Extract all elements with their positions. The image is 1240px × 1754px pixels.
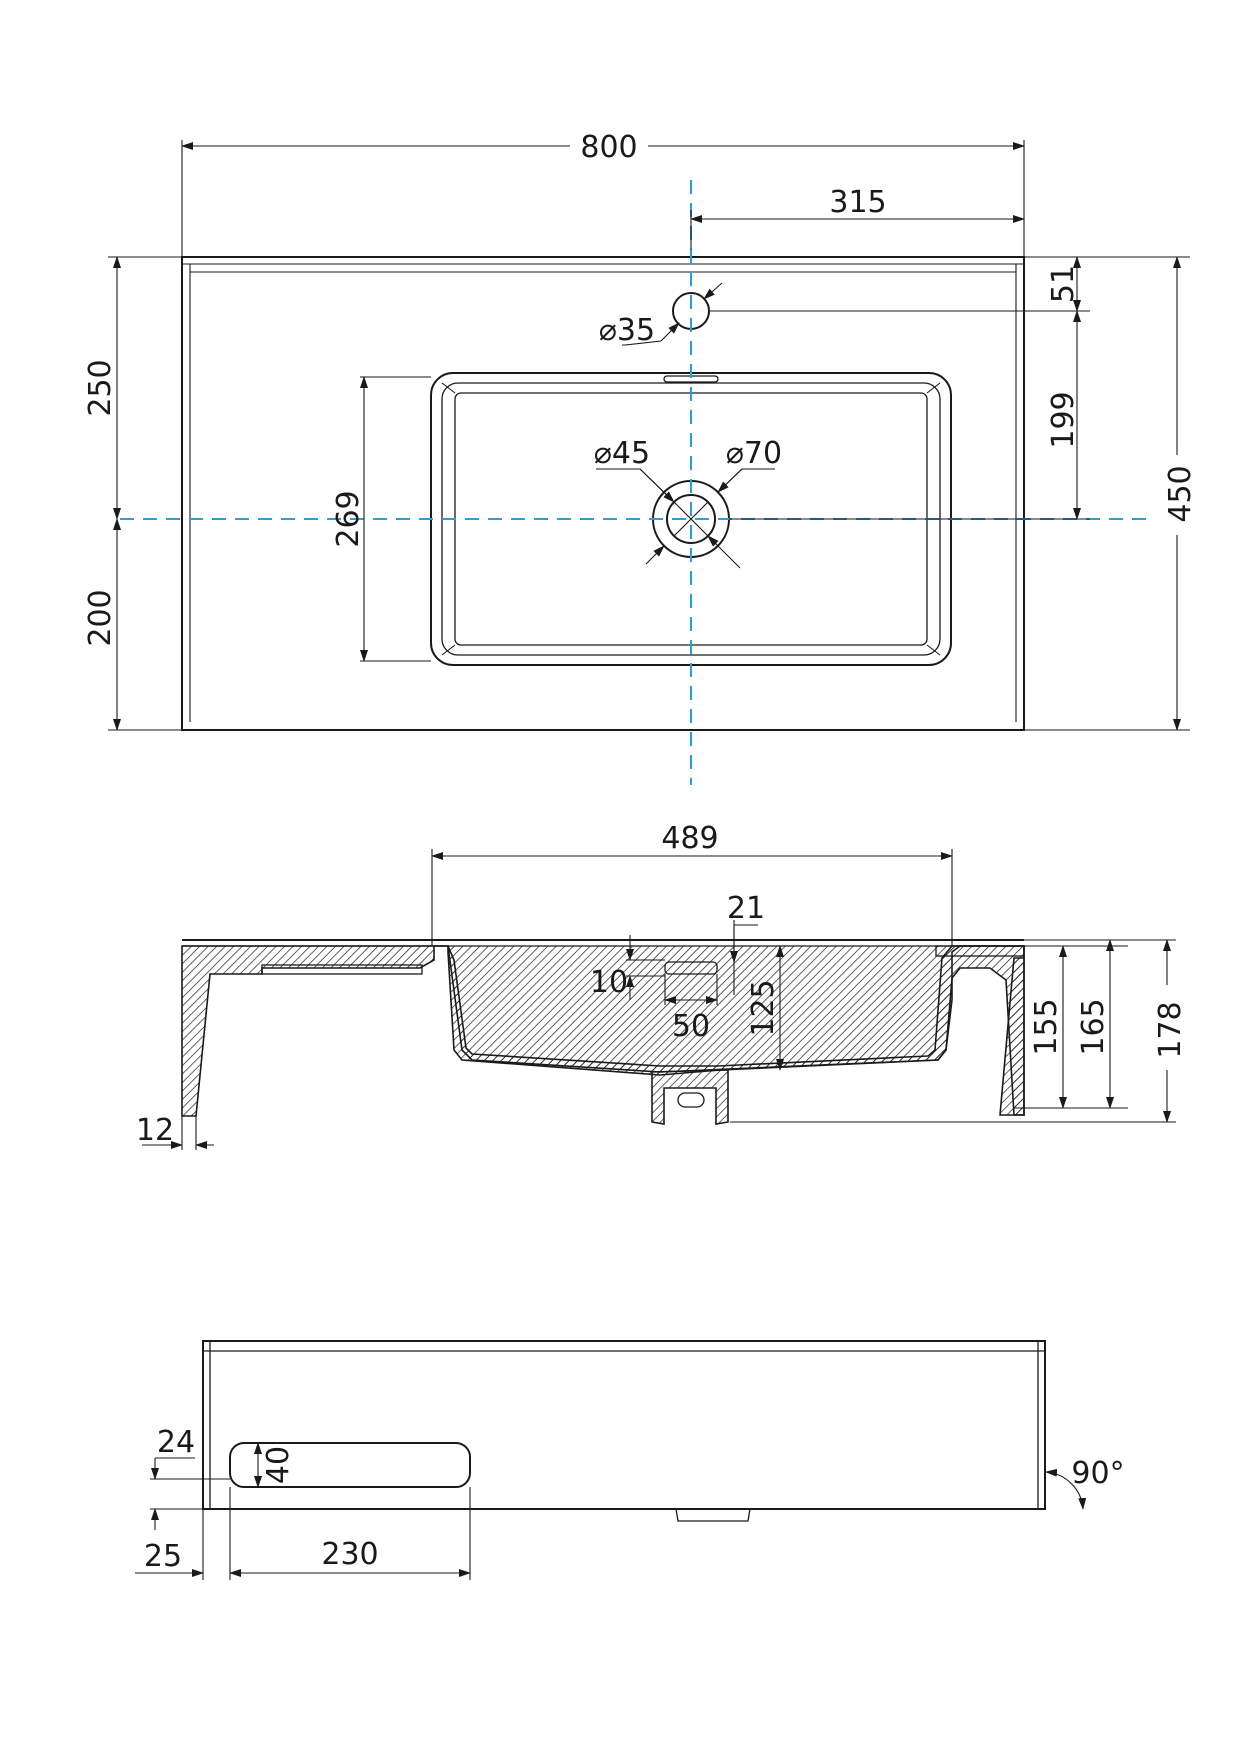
dim-cutout-top: 24 [157,1425,195,1460]
dim-tap-hole-dia: ⌀35 [599,313,655,348]
dim-tap-offset: 315 [829,185,886,220]
dim-back-to-drain: 250 [83,359,118,416]
drain-pipe-front [675,1508,751,1522]
dim-bowl-depth: 269 [331,490,366,547]
left-wall-section [181,945,435,1117]
dim-wall-thickness: 12 [136,1113,174,1148]
dim-tap-to-drain: 199 [1046,391,1081,448]
dim-cutout-side: 25 [144,1539,182,1574]
dim-cutout-height: 40 [261,1446,296,1484]
dim-side-height: 155 [1029,998,1064,1055]
dim-drain-dia: ⌀45 [594,436,650,471]
dim-drain-to-front: 200 [83,589,118,646]
front-view: 24 40 25 230 90° [135,1340,1125,1580]
dim-bowl-inner-depth: 125 [746,979,781,1036]
dim-body-height: 165 [1076,998,1111,1055]
overflow-hole [677,1092,705,1108]
dim-cutout-length: 230 [321,1537,378,1572]
front-panel-outline [202,1340,1046,1510]
countertop-outline [181,256,1025,731]
dim-overall-depth: 450 [1163,465,1198,522]
dim-overflow-height: 10 [590,965,628,1000]
dim-drain-rim-dia: ⌀70 [726,436,782,471]
dim-tap-from-back: 51 [1046,265,1081,303]
handle-cutout [229,1442,471,1488]
bowl-section [434,945,1025,1116]
section-view: 489 21 10 50 125 12 155 16 [136,821,1188,1150]
drain-stub [651,1069,729,1125]
drain-hole [666,494,716,544]
dim-overflow-offset: 21 [727,891,765,926]
dim-corner-angle: 90° [1071,1456,1124,1491]
overflow-slot [664,961,718,975]
top-view: 800 315 51 199 450 250 200 269 [83,130,1198,785]
dim-bowl-width: 489 [661,821,718,856]
dim-overflow-width: 50 [672,1009,710,1044]
dim-total-height: 178 [1153,1001,1188,1058]
dim-overall-width: 800 [580,130,637,165]
